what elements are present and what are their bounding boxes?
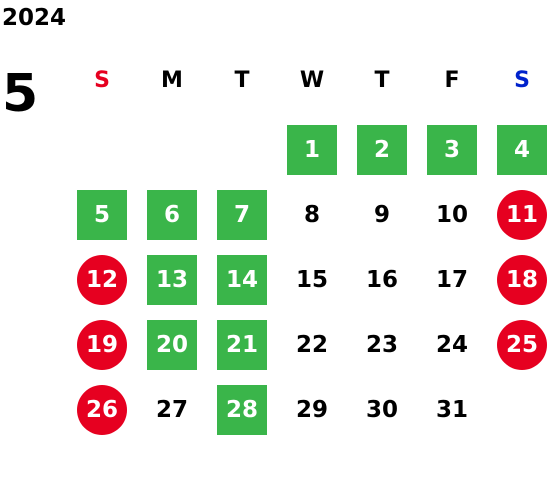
weekday-friday: F	[444, 68, 460, 93]
weekday-thursday: T	[374, 68, 390, 93]
day-cell[interactable]: 26	[77, 385, 127, 435]
day-cell[interactable]: 5	[77, 190, 127, 240]
day-cell[interactable]: 27	[155, 397, 188, 423]
day-cell[interactable]: 10	[435, 202, 468, 228]
day-cell[interactable]: 12	[77, 255, 127, 305]
day-cell[interactable]: 18	[497, 255, 547, 305]
day-cell[interactable]: 25	[497, 320, 547, 370]
day-cell[interactable]: 15	[295, 267, 328, 293]
day-cell[interactable]: 4	[497, 125, 547, 175]
weekday-sunday: S	[94, 68, 110, 93]
weekday-saturday: S	[514, 68, 530, 93]
day-cell[interactable]: 16	[365, 267, 398, 293]
weekday-tuesday: T	[234, 68, 250, 93]
day-cell[interactable]: 29	[295, 397, 328, 423]
day-cell[interactable]: 11	[497, 190, 547, 240]
day-cell[interactable]: 22	[295, 332, 328, 358]
day-cell[interactable]: 9	[373, 202, 390, 228]
day-cell[interactable]: 30	[365, 397, 398, 423]
day-cell[interactable]: 6	[147, 190, 197, 240]
day-cell[interactable]: 2	[357, 125, 407, 175]
month-label: 5	[2, 64, 39, 124]
day-cell[interactable]: 19	[77, 320, 127, 370]
day-cell[interactable]: 7	[217, 190, 267, 240]
day-cell[interactable]: 23	[365, 332, 398, 358]
day-cell[interactable]: 13	[147, 255, 197, 305]
weekday-wednesday: W	[299, 68, 325, 93]
day-cell[interactable]: 14	[217, 255, 267, 305]
day-cell[interactable]: 28	[217, 385, 267, 435]
day-cell[interactable]: 31	[435, 397, 468, 423]
day-cell[interactable]: 8	[303, 202, 320, 228]
day-cell[interactable]: 24	[435, 332, 468, 358]
day-cell[interactable]: 1	[287, 125, 337, 175]
day-cell[interactable]: 21	[217, 320, 267, 370]
weekday-monday: M	[161, 68, 183, 93]
day-cell[interactable]: 3	[427, 125, 477, 175]
day-cell[interactable]: 17	[435, 267, 468, 293]
year-label: 2024	[2, 5, 67, 31]
day-cell[interactable]: 20	[147, 320, 197, 370]
